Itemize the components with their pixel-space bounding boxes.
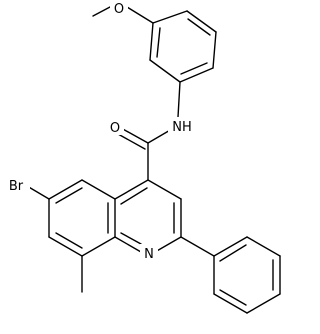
- bond-c2-phenyl: [180, 236, 215, 257]
- methoxy-oxygen-label: O: [114, 2, 124, 17]
- bond-n1-c8a-inner: [120, 232, 142, 245]
- bond-c5-c6: [48, 179, 83, 200]
- bond-anisole-nh: [177, 81, 181, 118]
- ring-nitrogen-background: [140, 244, 158, 261]
- ring-nitrogen-label: N: [144, 247, 154, 262]
- bond-phenyl-4: [246, 293, 281, 314]
- bond-phenyl-5-inner: [219, 289, 247, 306]
- bond-anisole-6-inner: [156, 27, 161, 58]
- bond-phenyl-5: [213, 293, 248, 314]
- amide-nh-label: NH: [172, 120, 192, 135]
- carbonyl-oxygen-background: [106, 118, 124, 135]
- bond-c7-c8-inner: [55, 232, 83, 249]
- bond-carbonyl-o-double: [117, 133, 146, 150]
- bond-anisole-2: [186, 10, 217, 33]
- bond-anisole-6: [149, 22, 154, 61]
- bond-anisole-2-inner: [187, 18, 211, 36]
- bond-c8-c8a: [81, 236, 116, 257]
- bromine-label: Br: [9, 179, 24, 194]
- bond-c5-c6-inner: [55, 187, 83, 204]
- methoxy-oxygen-background: [110, 0, 128, 16]
- bond-carbonyl-o: [120, 127, 149, 144]
- bond-anisole-5: [149, 59, 181, 83]
- bond-methoxy-o-ring: [126, 6, 154, 24]
- bond-phenyl-1-inner: [219, 244, 247, 262]
- bond-c6-br: [26, 185, 50, 200]
- bond-anisole-4-inner: [180, 62, 208, 75]
- molecule-structure: O O NH Br N: [3, 0, 281, 314]
- bond-anisole-3: [212, 31, 217, 69]
- bond-anisole-4: [179, 67, 214, 83]
- bond-phenyl-1: [213, 236, 248, 257]
- bond-c2-n1: [154, 236, 182, 253]
- amide-nh-background: [168, 117, 196, 134]
- bond-c7-c8: [48, 236, 83, 257]
- bond-c4-c3: [147, 179, 182, 200]
- bond-anisole-1: [152, 10, 188, 24]
- carbonyl-oxygen-label: O: [110, 121, 120, 136]
- bond-c4a-c4: [114, 179, 149, 200]
- bromine-background: [3, 176, 30, 193]
- bond-c4a-c4-inner: [120, 187, 148, 205]
- bond-methoxy-methyl: [92, 6, 111, 17]
- bond-n1-c8a: [114, 236, 142, 253]
- bond-c4a-c5: [81, 179, 116, 200]
- bond-phenyl-2: [246, 236, 281, 257]
